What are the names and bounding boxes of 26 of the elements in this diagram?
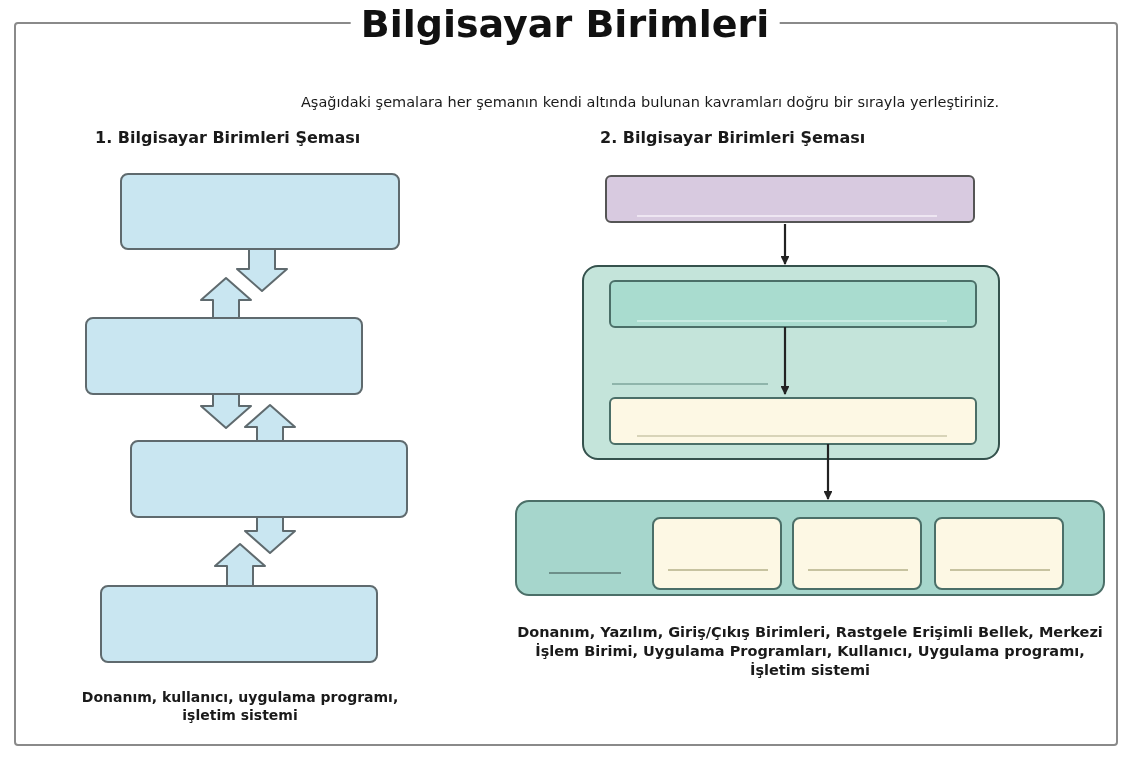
section-heading: 1. Bilgisayar Birimleri Şeması (95, 128, 362, 149)
blank-box (652, 517, 782, 590)
blank-box (609, 397, 977, 445)
block-arrow (200, 277, 252, 319)
blank-box (934, 517, 1064, 590)
blank-box (582, 265, 1000, 460)
word-list: Donanım, Yazılım, Giriş/Çıkış Birimleri, Rastgele Erişimli Bellek, Merkezi İşlem Birimi, Uygulama Programları, Kullanıcı, Uygulama programı, İşletim sistemi (515, 623, 1105, 680)
blank-box (792, 517, 922, 590)
blank-box (120, 173, 400, 250)
block-arrow (236, 248, 288, 292)
blank-box (100, 585, 378, 663)
section-heading: 2. Bilgisayar Birimleri Şeması (600, 128, 867, 149)
arrow (780, 224, 790, 265)
instruction-text: Aşağıdaki şemalara her şemanın kendi altında bulunan kavramları doğru bir sırayla yerleştiriniz. (299, 93, 1001, 112)
blank-box (609, 280, 977, 328)
block-arrow (244, 516, 296, 554)
block-arrow (200, 393, 252, 429)
word-list: Donanım, kullanıcı, uygulama programı, işletim sistemi (60, 688, 420, 725)
block-arrow (244, 404, 296, 442)
blank-box (605, 175, 975, 223)
blank-box (515, 500, 1105, 596)
blank-box (85, 317, 363, 395)
block-arrow (214, 543, 266, 587)
arrow (823, 444, 833, 500)
arrow (780, 327, 790, 395)
blank-box (130, 440, 408, 518)
